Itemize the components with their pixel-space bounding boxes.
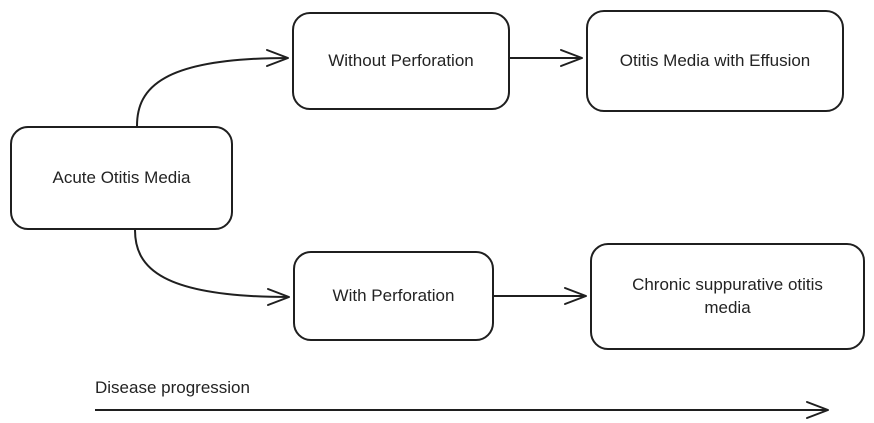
node-otitis-media-with-effusion: Otitis Media with Effusion xyxy=(586,10,844,112)
node-label: Acute Otitis Media xyxy=(52,167,191,187)
edge-acute-to-without-perforation xyxy=(136,49,289,127)
node-without-perforation: Without Perforation xyxy=(292,12,510,110)
node-acute-otitis-media: Acute Otitis Media xyxy=(10,126,233,230)
node-label: With Perforation xyxy=(332,285,455,305)
node-label: Without Perforation xyxy=(328,50,474,70)
node-label: Otitis Media with Effusion xyxy=(619,50,811,70)
node-with-perforation: With Perforation xyxy=(293,251,494,341)
node-label: Chronic suppurative otitis media xyxy=(632,274,823,317)
disease-progression-label: Disease progression xyxy=(95,378,250,397)
node-chronic-suppurative-otitis-media: Chronic suppurative otitis media xyxy=(590,243,865,350)
edge-acute-to-with-perforation xyxy=(134,229,290,306)
